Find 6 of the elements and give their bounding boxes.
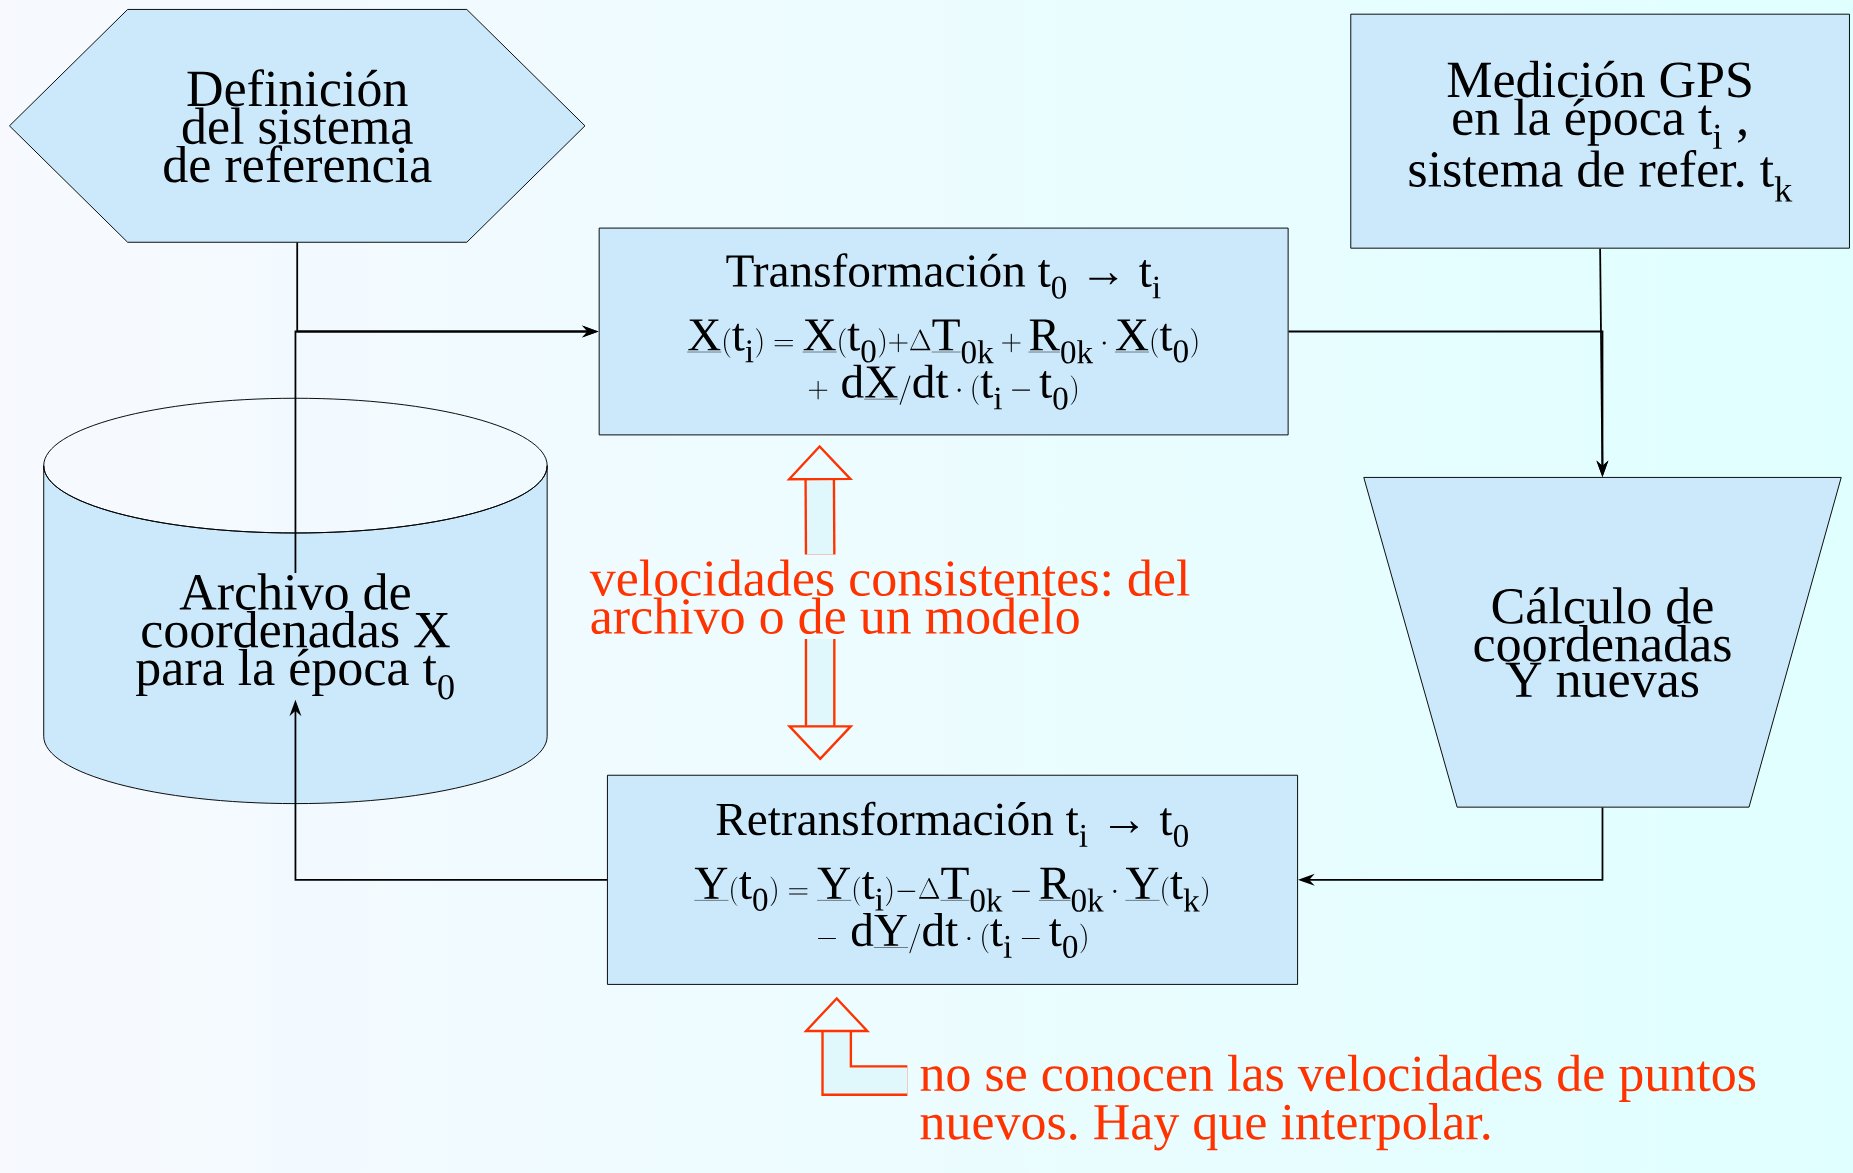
process-box: Medición GPS en la época t$_{i}$ , sistema de refer. t$_{k}$ <box>1350 13 1850 249</box>
database-cylinder: Archivo de coordenadas X para la época t$_{0}$ <box>43 397 548 804</box>
process-box: Retransformación t$_{i}$ → t$_{0}$ $\mathrm{\underline{Y}(t_{0}) = \underline{Y}(t_{i}) -} \Delta \mathrm{\underline{T}_{0k} - \underline{R}_{0k}\cdot\underline{Y}(t_{k})}$ $\mathrm{-\ d\underline{Y}/dt \cdot (t_{i} - t_{0})}$ <box>606 774 1299 985</box>
process-box: Transformación t$_{0}$ → t$_{i}$ $\mathrm{\underline{X}(t_{i}) = \underline{X}(t_{0}) +} \Delta \mathrm{\underline{T}_{0k} + \underline{R}_{0k}\cdot\underline{X}(t_{0})}$ $\mathrm{+\ d\underline{X}/dt \cdot (t_{i} - t_{0})}$ <box>598 227 1289 436</box>
note-text: velocidades consistentes: del archivo o de un modelo <box>589 559 1190 634</box>
note-text: no se conocen las velocidades de puntos nuevos. Hay que interpolar. <box>920 1054 1756 1151</box>
